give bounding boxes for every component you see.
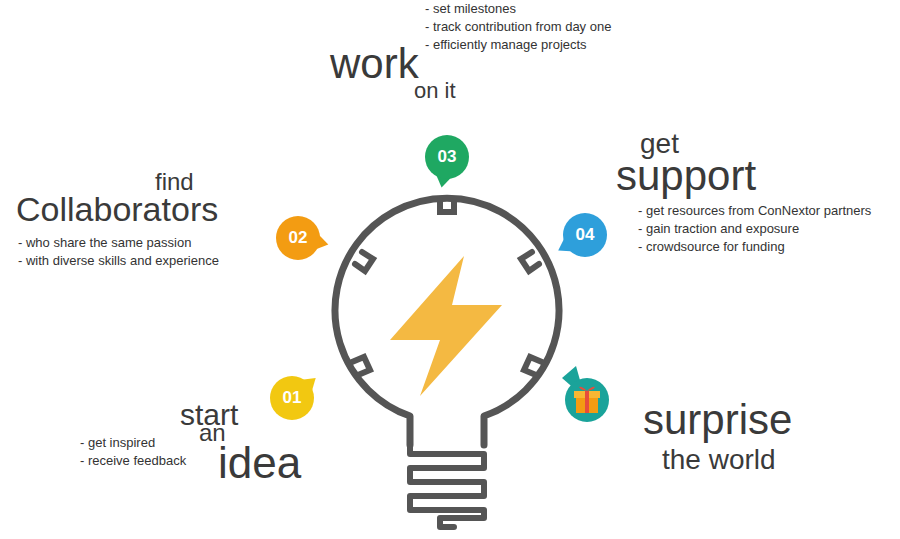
bulb-outline [335, 198, 559, 445]
bulb-base-coil [410, 445, 484, 527]
gift-marker [562, 366, 609, 422]
bullet-note: - receive feedback [80, 454, 186, 469]
callout-number: 03 [411, 121, 483, 193]
bullet-note: - set milestones [425, 2, 516, 17]
bullet-note: - track contribution from day one [425, 20, 611, 35]
number-marker: 04 [549, 199, 621, 271]
step-heading: surprise [643, 396, 792, 444]
step-heading: idea [218, 438, 301, 489]
step-heading: on it [414, 78, 456, 103]
step-heading: work [330, 40, 419, 88]
step-heading: Collaborators [16, 190, 218, 229]
lightning-bolt [390, 256, 502, 396]
number-marker: 02 [262, 202, 334, 274]
bullet-note: - who share the same passion [18, 236, 191, 251]
callout-number: 02 [262, 202, 334, 274]
bullet-note: - crowdsource for funding [638, 240, 785, 255]
step-heading: support [616, 152, 756, 200]
callout-number: 04 [549, 199, 621, 271]
number-marker: 01 [256, 362, 328, 434]
bullet-note: - with diverse skills and experience [18, 254, 219, 269]
bullet-note: - get inspired [80, 436, 155, 451]
number-marker: 03 [411, 121, 483, 193]
callout-number: 01 [256, 362, 328, 434]
bullet-note: - gain traction and exposure [638, 222, 799, 237]
bullet-note: - efficiently manage projects [425, 38, 587, 53]
bullet-note: - get resources from ConNextor partners [638, 204, 871, 219]
step-heading: the world [662, 444, 776, 476]
